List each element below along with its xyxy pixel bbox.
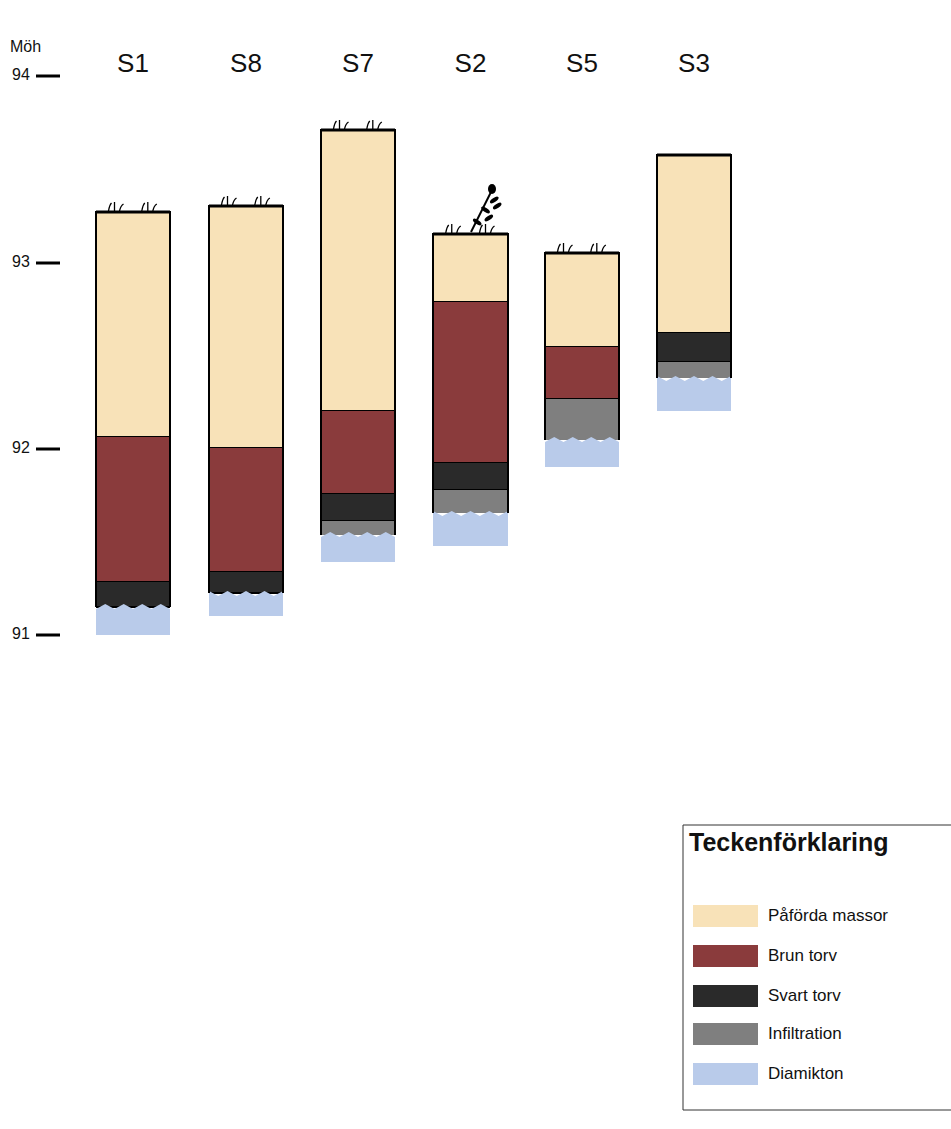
layer — [545, 253, 619, 347]
ground-surface — [657, 154, 731, 157]
axis-tick — [36, 634, 60, 637]
ground-surface — [545, 252, 619, 255]
legend-swatch — [693, 1063, 758, 1085]
sediment-column — [545, 243, 619, 467]
axis-tick — [36, 262, 60, 265]
layer — [545, 347, 619, 399]
sediment-column — [209, 196, 283, 616]
legend-box — [683, 825, 951, 1110]
column-outline — [321, 130, 395, 535]
layer — [209, 206, 283, 448]
axis-value: 92 — [12, 439, 30, 457]
layer — [209, 448, 283, 572]
column-label: S1 — [96, 48, 170, 79]
column-label: S3 — [657, 48, 731, 79]
layer — [433, 463, 508, 490]
layer — [657, 333, 731, 362]
legend-text: Svart torv — [768, 986, 841, 1006]
flower — [471, 184, 502, 232]
borehole-column: S8 — [209, 48, 283, 79]
columns — [96, 120, 731, 635]
legend-swatch — [693, 905, 758, 927]
layer — [433, 234, 508, 302]
borehole-column: S5 — [545, 48, 619, 79]
layer — [545, 437, 619, 467]
ground-surface — [96, 211, 170, 214]
legend-text: Påförda massor — [768, 906, 888, 926]
axis-value: 91 — [12, 625, 30, 643]
layer — [96, 582, 170, 607]
axis-value: 93 — [12, 253, 30, 271]
layer — [657, 376, 731, 411]
layer — [657, 155, 731, 333]
grass-tuft — [334, 120, 349, 129]
axis-unit: Möh — [10, 38, 41, 56]
grass-tuft — [591, 243, 606, 252]
column-label: S7 — [321, 48, 395, 79]
legend-text: Diamikton — [768, 1064, 844, 1084]
axis-value: 94 — [12, 66, 30, 84]
layer — [209, 591, 283, 616]
sediment-column — [433, 184, 508, 546]
grass-tuft — [367, 120, 382, 129]
column-outline — [96, 212, 170, 607]
axis-tick — [36, 75, 60, 78]
grass-tuft — [480, 224, 495, 233]
column-outline — [433, 234, 508, 513]
legend-swatch — [693, 985, 758, 1007]
grass-tuft — [109, 202, 124, 211]
layer — [321, 521, 395, 535]
grass-tuft — [142, 202, 157, 211]
grass-tuft — [558, 243, 573, 252]
sediment-column — [657, 155, 731, 411]
legend-text: Infiltration — [768, 1024, 842, 1044]
layer — [96, 437, 170, 582]
borehole-column: S1 — [96, 48, 170, 79]
sediment-column — [96, 202, 170, 635]
borehole-column: S2 — [433, 48, 508, 79]
layer — [433, 490, 508, 513]
layer — [209, 572, 283, 593]
layer — [321, 130, 395, 411]
borehole-column: S3 — [657, 48, 731, 79]
layer — [321, 411, 395, 494]
column-label: S5 — [545, 48, 619, 79]
layer — [545, 399, 619, 440]
column-label: S2 — [433, 48, 508, 79]
layer — [657, 362, 731, 378]
column-label: S8 — [209, 48, 283, 79]
sediment-column — [321, 120, 395, 562]
grass-tuft — [446, 224, 461, 233]
column-outline — [209, 206, 283, 593]
layer — [433, 302, 508, 463]
legend-swatch — [693, 1023, 758, 1045]
column-outline — [545, 253, 619, 440]
layer — [321, 532, 395, 562]
grass-tuft — [222, 196, 237, 205]
ground-surface — [321, 129, 395, 132]
column-outline — [657, 155, 731, 378]
legend-swatch — [693, 945, 758, 967]
grass-tuft — [255, 196, 270, 205]
legend-title: Teckenförklaring — [689, 828, 889, 857]
legend-text: Brun torv — [768, 946, 837, 966]
borehole-column: S7 — [321, 48, 395, 79]
layer — [96, 212, 170, 437]
layer — [321, 494, 395, 521]
ground-surface — [209, 205, 283, 208]
axis-tick — [36, 448, 60, 451]
layer — [96, 604, 170, 635]
ground-surface — [433, 233, 508, 236]
layer — [433, 511, 508, 546]
